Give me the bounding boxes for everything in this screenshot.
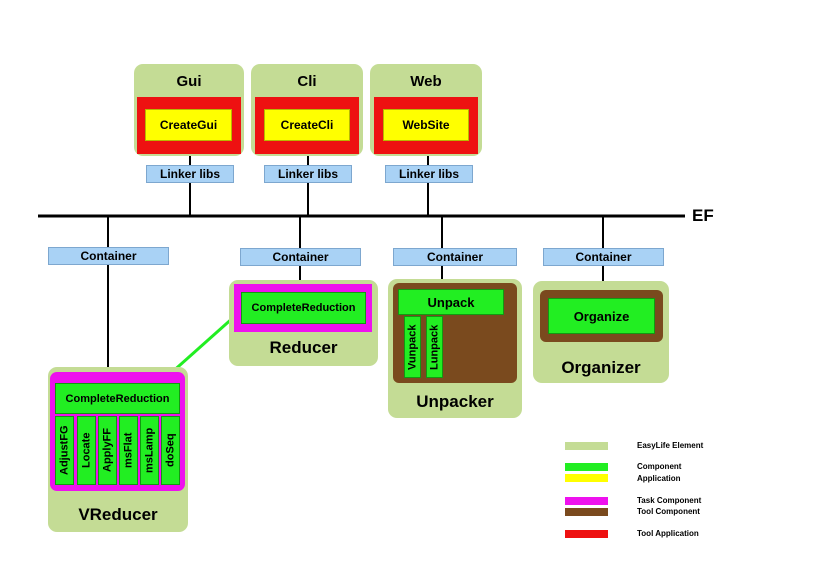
- legend-label-tool-component: Tool Component: [637, 507, 700, 516]
- lunpack-tool: Lunpack: [426, 316, 443, 378]
- adjustfg-tool: AdjustFG: [55, 416, 74, 485]
- legend-label-task-component: Task Component: [637, 496, 702, 505]
- web-title: Web: [410, 73, 442, 90]
- cli-linker-libs: Linker libs: [264, 165, 352, 183]
- legend-label-component: Component: [637, 462, 682, 471]
- legend-swatch-task-component: [565, 497, 608, 505]
- reducer-container: Container: [240, 248, 361, 266]
- vreducer-container: Container: [48, 247, 169, 265]
- reducer-title: Reducer: [269, 338, 338, 357]
- vreducer-title: VReducer: [78, 505, 158, 524]
- doseq-tool: doSeq: [161, 416, 180, 485]
- organizer-container: Container: [543, 248, 664, 266]
- organize-component: Organize: [548, 298, 655, 334]
- unpack-tool: Unpack: [398, 289, 504, 315]
- legend-swatch-application: [565, 474, 608, 482]
- cli-title: Cli: [297, 73, 317, 90]
- gui-linker-libs: Linker libs: [146, 165, 234, 183]
- applyff-tool: ApplyFF: [98, 416, 117, 485]
- legend-swatch-tool-component: [565, 508, 608, 516]
- locate-tool: Locate: [77, 416, 96, 485]
- legend-swatch-component: [565, 463, 608, 471]
- legend-label-tool-application: Tool Application: [637, 529, 699, 538]
- reducer-complete-reduction: CompleteReduction: [241, 292, 366, 324]
- create-gui-application: CreateGui: [145, 109, 232, 141]
- gui-title: Gui: [176, 73, 202, 90]
- msflat-tool: msFlat: [119, 416, 138, 485]
- create-cli-application: CreateCli: [264, 109, 350, 141]
- legend-label-easylife-element: EasyLife Element: [637, 441, 704, 450]
- website-application: WebSite: [383, 109, 469, 141]
- bus-label: EF: [692, 206, 714, 225]
- unpacker-title: Unpacker: [416, 392, 494, 411]
- legend-swatch-tool-application: [565, 530, 608, 538]
- unpacker-container: Container: [393, 248, 517, 266]
- mslamp-tool: msLamp: [140, 416, 159, 485]
- web-linker-libs: Linker libs: [385, 165, 473, 183]
- vunpack-tool: Vunpack: [404, 316, 421, 378]
- vreducer-complete-reduction: CompleteReduction: [55, 383, 180, 414]
- legend-swatch-easylife-element: [565, 442, 608, 450]
- legend-label-application: Application: [637, 474, 681, 483]
- organizer-title: Organizer: [561, 358, 641, 377]
